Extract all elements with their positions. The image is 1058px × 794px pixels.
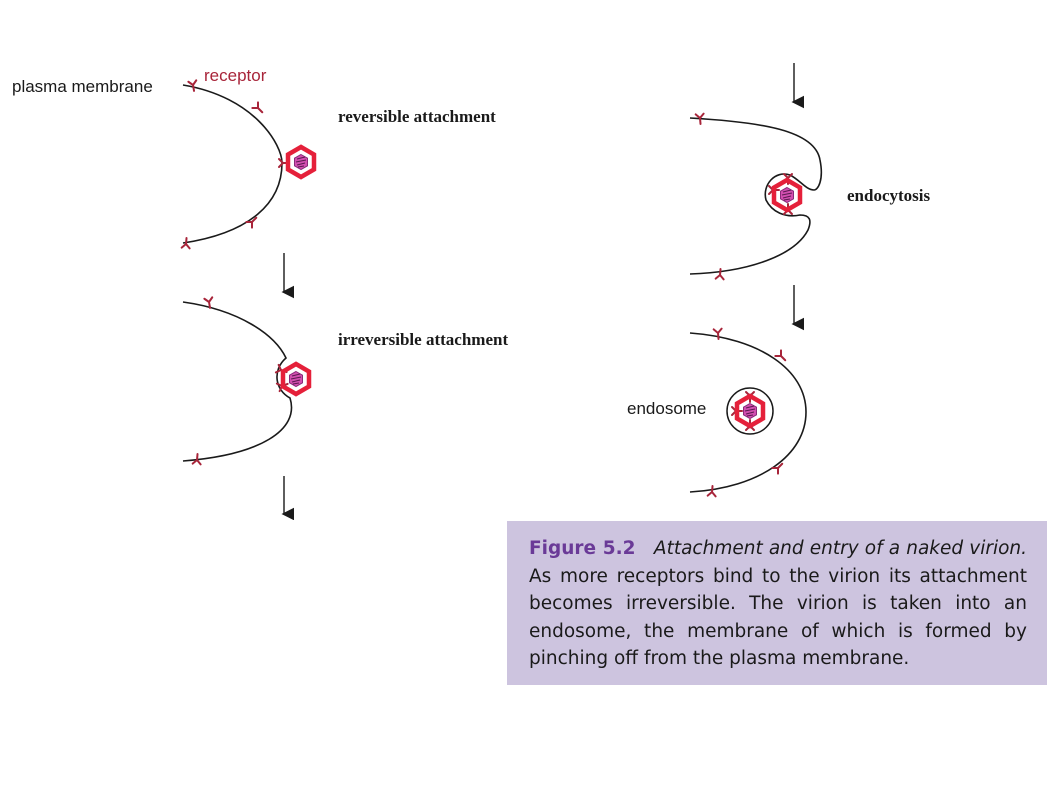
plasma-membrane-curve	[182, 84, 283, 244]
reversible-attachment-label: reversible attachment	[338, 107, 496, 126]
panel-endocytosis	[689, 112, 823, 281]
virion-entry-diagram: plasma membrane receptor reversible atta…	[12, 63, 931, 520]
plasma-membrane-curve	[689, 117, 823, 275]
receptor-icon	[251, 101, 267, 117]
caption-body: As more receptors bind to the virion its…	[529, 565, 1027, 670]
virion-icon	[288, 147, 314, 177]
receptor-icon	[245, 213, 261, 229]
receptor-icon	[714, 267, 726, 281]
figure-title: Attachment and entry of a naked virion.	[653, 538, 1028, 559]
receptor-icon	[706, 484, 718, 498]
endosome-vesicle	[726, 387, 774, 435]
plasma-membrane-label: plasma membrane	[12, 77, 153, 96]
panel-irreversible-attachment	[182, 296, 309, 466]
endocytosis-label: endocytosis	[847, 186, 931, 205]
receptor-label: receptor	[204, 66, 267, 85]
plasma-membrane-curve	[182, 301, 293, 462]
receptor-icon	[180, 236, 192, 250]
figure-number: Figure 5.2	[529, 538, 636, 559]
endosome-label: endosome	[627, 399, 706, 418]
plasma-membrane-curve	[689, 332, 807, 493]
figure-caption: Figure 5.2 Attachment and entry of a nak…	[507, 521, 1047, 685]
virion-icon	[283, 364, 309, 394]
panel-reversible-attachment	[180, 79, 314, 250]
panel-endosome	[689, 327, 807, 498]
irreversible-attachment-label: irreversible attachment	[338, 330, 508, 349]
